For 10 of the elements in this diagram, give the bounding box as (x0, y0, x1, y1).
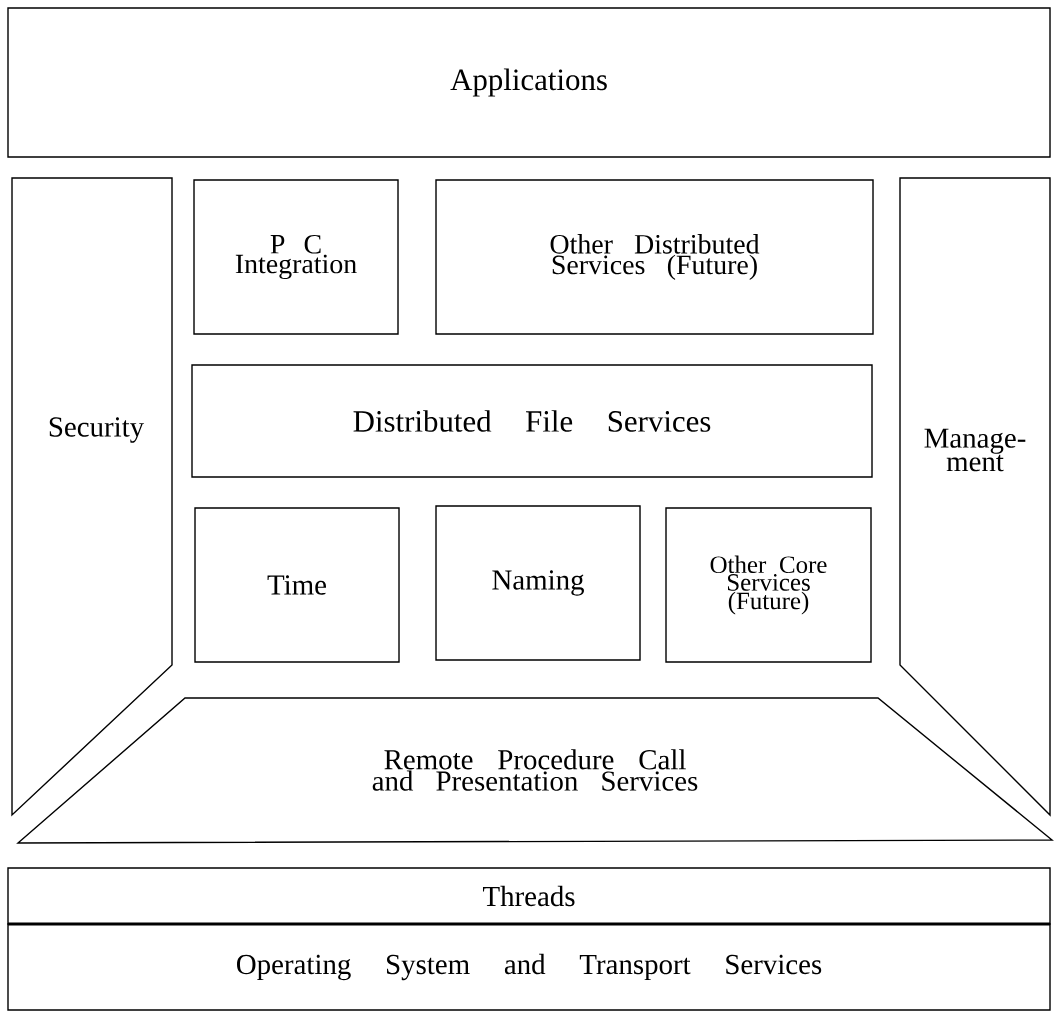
service-box: Naming (435, 505, 641, 661)
service-box: Distributed File Services (191, 364, 873, 478)
service-box: Time (194, 507, 400, 663)
service-box: Other Distributed Services (Future) (435, 179, 874, 335)
threads-layer-box: Threads (7, 867, 1051, 925)
application-layer-box: Applications (7, 7, 1051, 158)
service-box: Other Core Services (Future) (665, 507, 872, 663)
service-box: P C Integration (193, 179, 399, 335)
management-band: Manage- ment (899, 177, 1051, 817)
os-layer-box: Operating System and Transport Services (7, 923, 1051, 1011)
